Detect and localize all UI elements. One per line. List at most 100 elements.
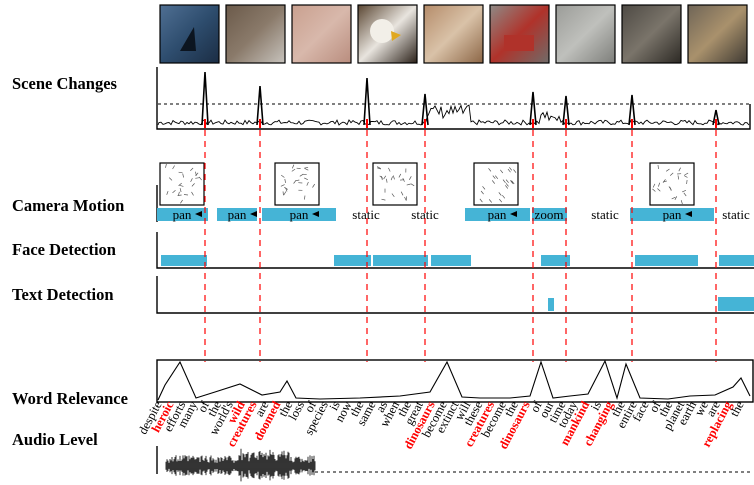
scene-peak [529, 91, 537, 126]
scene-noise-line [157, 104, 750, 126]
word-relevance-frame [156, 359, 754, 403]
scene-peak [201, 71, 209, 126]
audio-waveform [165, 448, 752, 482]
flow-vector [376, 167, 382, 170]
flow-vector [283, 191, 287, 196]
flow-vector [390, 176, 393, 181]
flow-vector [492, 175, 496, 179]
scene-change-curve [157, 71, 750, 128]
thumb-grey-city [555, 4, 616, 64]
camera-segment-label: pan [488, 207, 507, 222]
flow-vector [513, 169, 517, 173]
flow-vector [677, 175, 680, 180]
flow-vector [671, 196, 676, 200]
flow-vector [165, 163, 167, 168]
flow-vector [505, 183, 509, 187]
flow-vector [498, 192, 502, 196]
flow-vector [507, 168, 511, 173]
optical-flow-inset [159, 162, 205, 206]
flow-vector [304, 166, 309, 169]
optical-flow-inset [473, 162, 519, 206]
row-label-scene-changes: Scene Changes [12, 74, 117, 93]
face-segment-bar [373, 255, 428, 266]
flow-vector [168, 177, 173, 181]
flow-vector [495, 175, 499, 180]
flow-vector [683, 192, 687, 197]
flow-vector [505, 185, 509, 189]
flow-vector [280, 184, 285, 187]
flow-vector [658, 182, 661, 187]
optical-flow-inset [274, 162, 320, 206]
word-relevance-curve [157, 359, 751, 401]
row-label-word-relevance: Word Relevance [12, 389, 128, 408]
flow-vector [190, 178, 193, 183]
camera-segment-label: static [352, 207, 380, 222]
flow-vector [502, 179, 506, 184]
flow-vector [682, 189, 687, 193]
red-car-shape [504, 35, 534, 51]
flow-vector [674, 196, 678, 200]
flow-vector [377, 166, 381, 169]
motion-arrow-icon [510, 211, 517, 217]
camera-segment-bar [217, 208, 257, 221]
face-segment-bar [161, 255, 207, 266]
camera-segment-label: pan [290, 207, 309, 222]
thumb-city-dark [621, 4, 682, 64]
motion-arrow-icon [195, 211, 202, 217]
flow-vector [499, 198, 503, 203]
camera-segment-label: static [722, 207, 750, 222]
face-segment-bar [635, 255, 698, 266]
scene-changes-frame [156, 67, 751, 130]
flow-vector [662, 179, 666, 183]
flow-vector [678, 167, 681, 172]
flow-vector [388, 167, 391, 172]
text-detection-axis [156, 276, 754, 314]
flow-vector [178, 182, 182, 186]
flow-vector [280, 174, 285, 178]
scene-peak [712, 109, 720, 126]
panel-frames [156, 67, 754, 474]
text-detection-track [548, 297, 754, 311]
face-segment-bar [541, 255, 570, 266]
flow-vector [669, 186, 672, 191]
flow-vector [683, 175, 688, 178]
flow-vector [482, 186, 486, 190]
flow-vector [195, 171, 197, 176]
face-segment-bar [431, 255, 471, 266]
flow-vector [488, 199, 492, 203]
flow-vector [398, 173, 402, 178]
eagle-head-shape [370, 19, 394, 43]
flow-vector [669, 172, 674, 176]
flow-vector [410, 183, 415, 187]
transcript-word: the [395, 398, 415, 418]
flow-vector [291, 164, 295, 169]
thumb-waterfall-rock [225, 4, 286, 64]
relevance-line [157, 359, 751, 401]
flow-vector [178, 171, 183, 174]
flow-vector [180, 199, 183, 204]
row-label-text-detection: Text Detection [12, 285, 114, 304]
flow-vector [179, 184, 184, 187]
flow-vector [379, 175, 384, 179]
flow-vector [304, 195, 306, 200]
camera-segment-label: pan [228, 207, 247, 222]
flow-vector [392, 175, 395, 180]
row-label-face-detection: Face Detection [12, 240, 116, 259]
transcript-words: despiteheroiceffortsmanyoftheworld'swild… [136, 398, 747, 451]
flow-vector [179, 188, 182, 193]
transcript-word: the [501, 398, 521, 418]
camera-segment-bar [630, 208, 714, 221]
flow-vector [488, 168, 492, 172]
flow-vector [282, 191, 284, 196]
transcript-word: the [347, 398, 367, 418]
scene-peak [628, 94, 636, 126]
camera-segment-label: static [591, 207, 619, 222]
scene-peak [363, 77, 371, 126]
flow-vector [172, 189, 176, 194]
camera-segment-label: pan [663, 207, 682, 222]
flow-vector [657, 164, 659, 170]
flow-vector [302, 173, 307, 176]
face-detection-track [161, 255, 754, 266]
camera-segment-bar [465, 208, 530, 221]
